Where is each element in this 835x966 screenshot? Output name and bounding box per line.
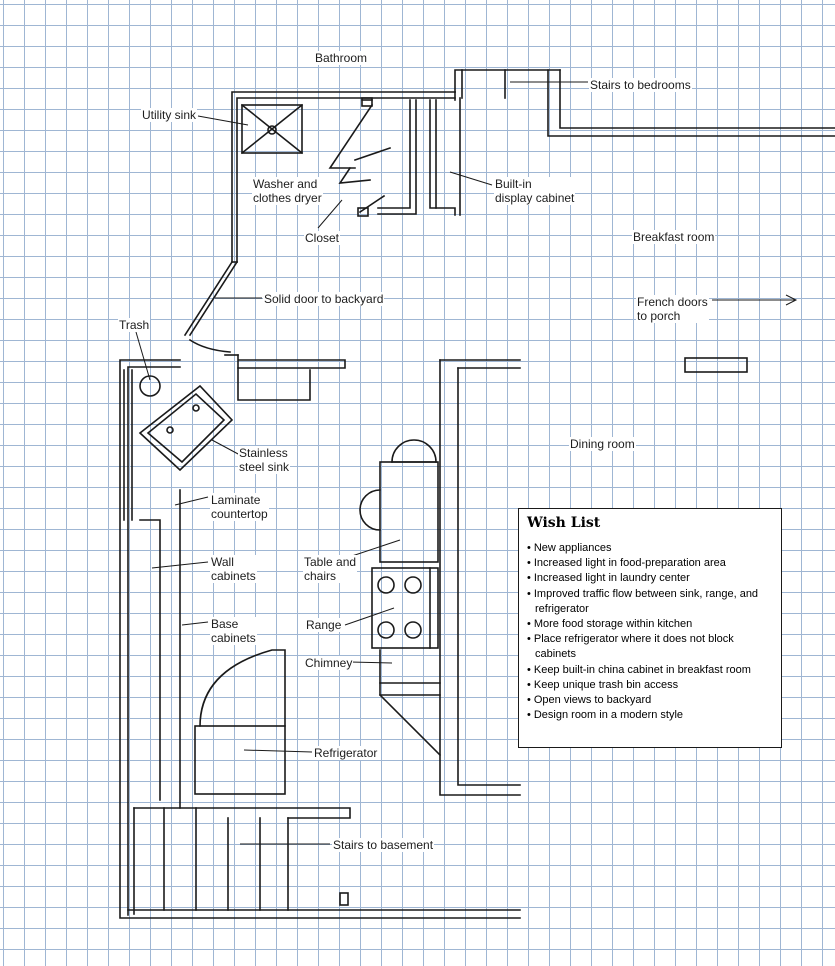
wish-list-item: New appliances xyxy=(527,541,773,556)
wish-list-title: Wish List xyxy=(527,515,601,531)
label-breakfast-room: Breakfast room xyxy=(632,230,716,244)
stairs-to-bedrooms xyxy=(454,69,835,137)
wish-list-item: Increased light in food-preparation area xyxy=(527,556,773,571)
wish-list-item: Design room in a modern style xyxy=(527,708,773,723)
label-dining-room: Dining room xyxy=(569,437,636,451)
display-cabinet-shape xyxy=(429,97,461,216)
wish-list-item: Place refrigerator where it does not blo… xyxy=(527,632,773,662)
label-refrigerator: Refrigerator xyxy=(313,746,379,760)
label-french-doors: French doors to porch xyxy=(636,295,709,323)
table-chairs-shape xyxy=(359,439,439,563)
kitchen-walls xyxy=(119,354,521,919)
wish-list-item: Keep built-in china cabinet in breakfast… xyxy=(527,663,773,678)
label-stairs-to-basement: Stairs to basement xyxy=(332,838,435,852)
label-stainless-sink: Stainless steel sink xyxy=(238,446,291,474)
stainless-sink-shape xyxy=(138,384,234,472)
left-window xyxy=(123,369,133,521)
wall-base-cabinets xyxy=(139,489,181,809)
label-wall-cabinets: Wall cabinets xyxy=(210,555,257,583)
label-solid-door: Solid door to backyard xyxy=(263,292,385,306)
wish-list-item: More food storage within kitchen xyxy=(527,617,773,632)
utility-sink-shape xyxy=(240,103,304,155)
label-trash: Trash xyxy=(118,318,151,332)
trash-bin xyxy=(139,375,161,397)
closet-shape xyxy=(357,99,417,217)
label-base-cabinets: Base cabinets xyxy=(210,617,257,645)
wish-list-item: Improved traffic flow between sink, rang… xyxy=(527,587,773,617)
label-chimney: Chimney xyxy=(304,656,354,670)
label-laminate: Laminate countertop xyxy=(210,493,269,521)
stairs-to-basement xyxy=(133,807,351,915)
chimney-shape xyxy=(379,649,442,757)
wish-list-item: Open views to backyard xyxy=(527,693,773,708)
label-table-chairs: Table and chairs xyxy=(303,555,358,583)
backyard-door xyxy=(183,260,239,353)
wish-list-box: Wish List New appliances Increased light… xyxy=(518,508,782,748)
washer-dryer-shape xyxy=(328,97,392,184)
label-bathroom: Bathroom xyxy=(314,51,369,65)
wish-list-item: Increased light in laundry center xyxy=(527,571,773,586)
wish-list-item: Keep unique trash bin access xyxy=(527,678,773,693)
upper-counter xyxy=(237,367,311,401)
label-builtin-display: Built-in display cabinet xyxy=(494,177,576,205)
refrigerator-shape xyxy=(194,649,286,795)
label-washer-dryer: Washer and clothes dryer xyxy=(252,177,323,205)
label-utility-sink: Utility sink xyxy=(141,108,198,122)
wish-list-items: New appliances Increased light in food-p… xyxy=(527,541,773,723)
range-shape xyxy=(371,567,439,649)
dining-walls xyxy=(439,357,748,796)
label-range: Range xyxy=(305,618,343,632)
leader-lines xyxy=(135,81,798,845)
label-closet: Closet xyxy=(304,231,341,245)
label-stairs-to-bedrooms: Stairs to bedrooms xyxy=(589,78,692,92)
